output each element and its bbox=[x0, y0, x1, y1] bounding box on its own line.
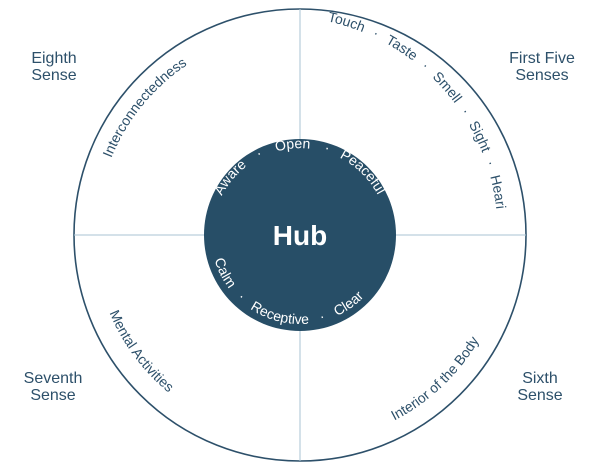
sixth-sense-label: Sixth Sense bbox=[500, 370, 580, 404]
sense-separator: · bbox=[371, 24, 382, 40]
seventh-sense-line1: Seventh bbox=[23, 370, 83, 387]
hub-separator: · bbox=[323, 139, 332, 156]
first-five-senses-line1: First Five bbox=[509, 50, 575, 67]
seventh-sense-line2: Sense bbox=[30, 387, 76, 404]
eighth-sense-line2: Sense bbox=[31, 67, 77, 84]
seventh-sense-label: Seventh Sense bbox=[10, 370, 96, 404]
sixth-sense-line1: Sixth bbox=[522, 370, 558, 387]
hub-circle bbox=[204, 139, 396, 331]
hub-separator: · bbox=[318, 308, 327, 325]
hub-word-open: Open bbox=[273, 135, 311, 154]
eighth-sense-line1: Eighth bbox=[31, 50, 77, 67]
sense-separator: · bbox=[483, 158, 500, 167]
sixth-sense-line2: Sense bbox=[517, 387, 563, 404]
hub-separator: · bbox=[253, 145, 264, 161]
hub-title: Hub bbox=[273, 220, 327, 251]
eighth-sense-label: Eighth Sense bbox=[12, 50, 96, 84]
first-five-senses-line2: Senses bbox=[515, 67, 569, 84]
first-five-senses-label: First Five Senses bbox=[492, 50, 592, 84]
